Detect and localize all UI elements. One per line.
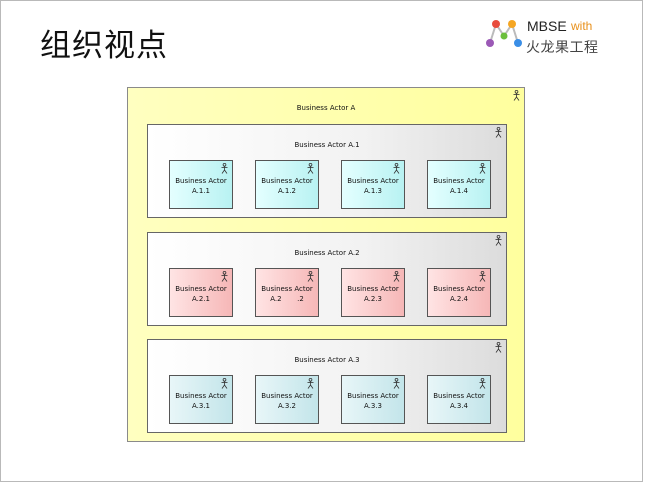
actor-icon (495, 127, 502, 138)
actor-id: A.2.3 (363, 295, 383, 303)
actor-icon (393, 163, 400, 174)
actor-icon (307, 378, 314, 389)
actor-icon (513, 90, 520, 101)
actor-name: Business Actor (347, 177, 399, 185)
actor-name: Business Actor (261, 177, 313, 185)
actor-name: Business Actor (433, 392, 485, 400)
group-label: Business Actor A.2 (294, 249, 360, 257)
actor-name: Business Actor (347, 392, 399, 400)
logo-mark-icon (486, 20, 522, 47)
actor-id: A.1.1 (191, 187, 211, 195)
actor-icon (479, 163, 486, 174)
actor-name: Business Actor (433, 177, 485, 185)
actor-icon (221, 163, 228, 174)
actor-name: Business Actor (175, 285, 227, 293)
slide-title: 组织视点 (40, 28, 168, 64)
actor-id: A.3.1 (191, 402, 211, 410)
actor-id: A.3.2 (277, 402, 297, 410)
business-actor-a[interactable]: Business Actor A Business Actor A.1 Busi… (127, 87, 525, 442)
actor-icon (479, 271, 486, 282)
actor-name: Business Actor (261, 392, 313, 400)
actor-id: A.2.4 (449, 295, 469, 303)
actor-icon (495, 342, 502, 353)
actor-name: Business Actor (433, 285, 485, 293)
logo-with: with (571, 19, 593, 33)
logo: MBSE with 火龙果工程 (484, 16, 614, 56)
actor-icon (307, 271, 314, 282)
actor-id: A.1.2 (277, 187, 297, 195)
actor-name: Business Actor (347, 285, 399, 293)
group-label: Business Actor A.3 (294, 356, 360, 364)
actor-name: Business Actor (175, 177, 227, 185)
actor-icon (393, 378, 400, 389)
actor-id: A.2 .2 (270, 295, 304, 303)
actor-name: Business Actor (261, 285, 313, 293)
actor-id: A.1.3 (363, 187, 383, 195)
actor-icon (479, 378, 486, 389)
logo-brand: MBSE (527, 18, 567, 34)
actor-id: A.3.4 (449, 402, 469, 410)
actor-icon (393, 271, 400, 282)
logo-company: 火龙果工程 (526, 40, 599, 56)
group-label: Business Actor A.1 (294, 141, 360, 149)
business-actor-a-label: Business Actor A (296, 104, 356, 112)
actor-icon (221, 271, 228, 282)
actor-icon (307, 163, 314, 174)
actor-id: A.3.3 (363, 402, 383, 410)
actor-id: A.1.4 (449, 187, 469, 195)
actor-name: Business Actor (175, 392, 227, 400)
actor-icon (495, 235, 502, 246)
actor-icon (221, 378, 228, 389)
actor-id: A.2.1 (191, 295, 211, 303)
